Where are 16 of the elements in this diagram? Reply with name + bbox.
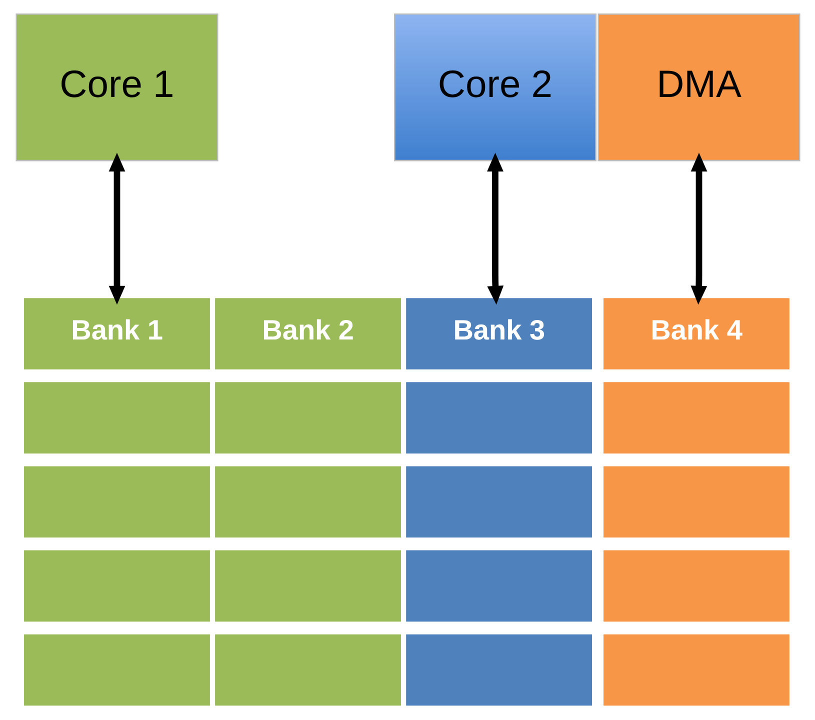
node-box: Bank 3 [403,295,594,372]
node-box [212,379,404,456]
node-box [403,379,594,456]
node-box: Core 1 [15,12,218,161]
node-box [403,631,594,708]
node-box [212,547,404,624]
node-box [403,463,594,540]
node-box: DMA [597,12,800,161]
arrow [690,152,707,304]
node-box [403,547,594,624]
node-box [212,631,404,708]
arrow [486,152,504,304]
node-box: Core 2 [394,12,596,161]
arrow [108,152,125,304]
node-box: Bank 2 [212,295,404,372]
node-box [212,463,404,540]
